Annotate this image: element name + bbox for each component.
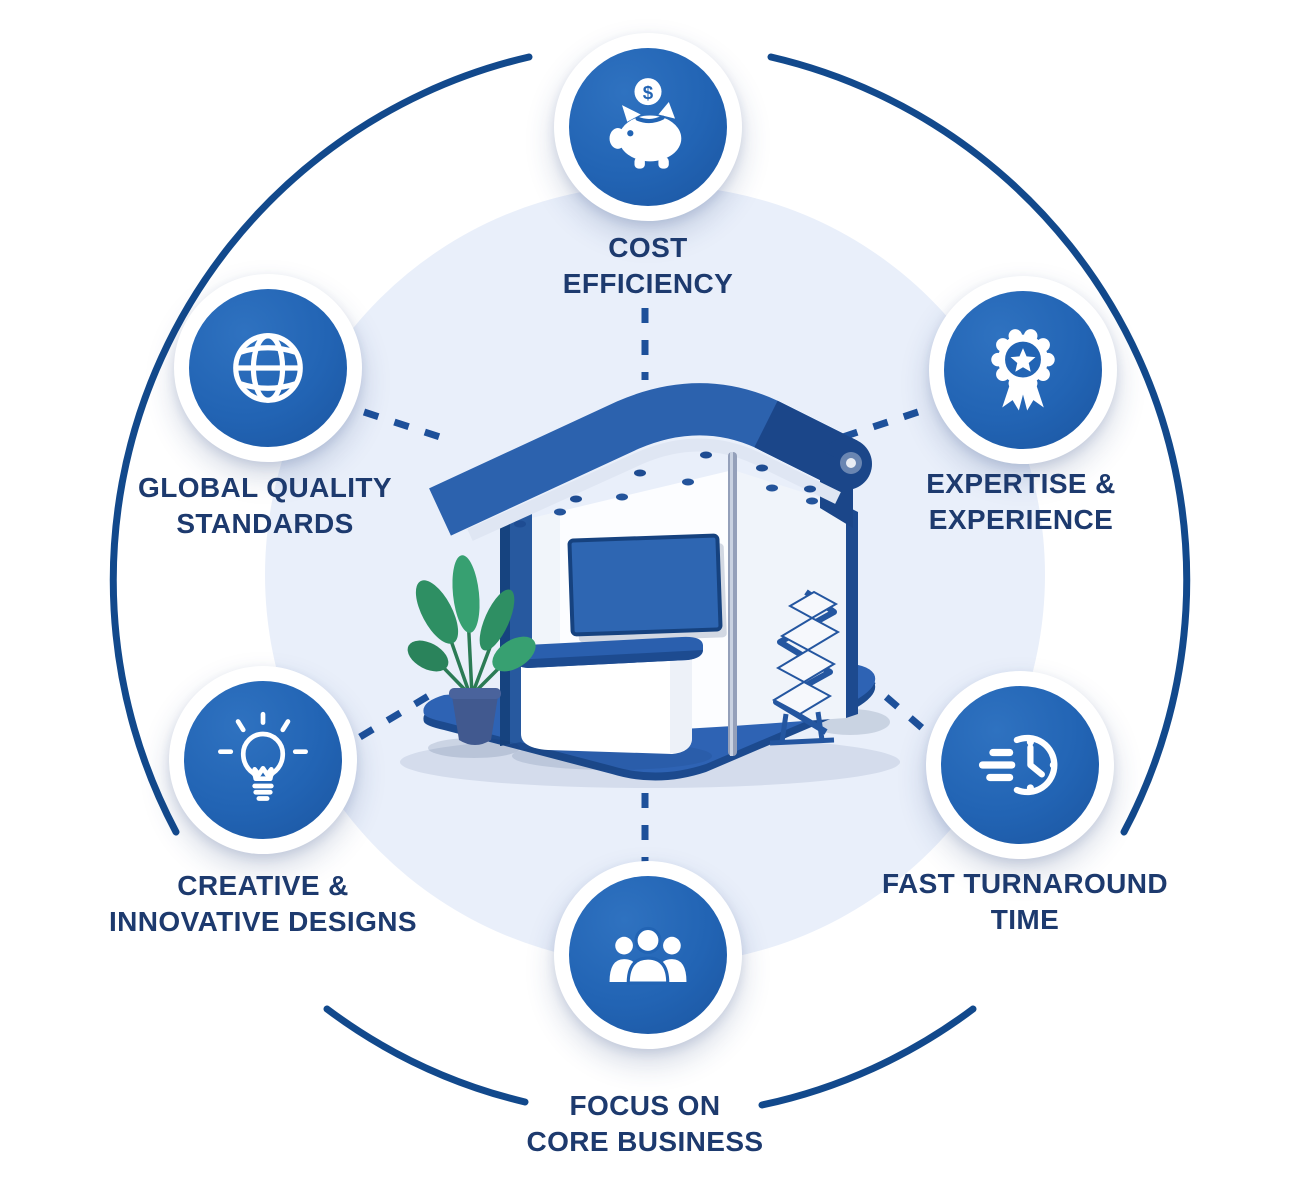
node-creative-innovative <box>169 666 357 854</box>
node-global-quality <box>174 274 362 462</box>
node-focus-core-business <box>554 861 742 1049</box>
ring-arc-bottom-left <box>323 1005 529 1106</box>
people-group-icon <box>609 926 687 985</box>
brochure-stand <box>769 589 841 746</box>
ring-arc-bottom-right <box>758 1005 977 1109</box>
label-line: GLOBAL QUALITY <box>138 472 392 503</box>
label-line: EXPERTISE & <box>926 468 1116 499</box>
label-fast-turnaround: FAST TURNAROUND TIME <box>845 866 1205 938</box>
node-expertise-experience <box>929 276 1117 464</box>
label-line: STANDARDS <box>176 508 354 539</box>
node-fast-turnaround <box>926 671 1114 859</box>
globe-icon <box>233 333 303 403</box>
booth-illustration <box>400 383 900 788</box>
booth-right-frame <box>846 506 858 718</box>
outer-ring <box>109 53 1191 1109</box>
fast-clock-icon <box>978 734 1058 796</box>
label-line: EXPERIENCE <box>928 504 1114 535</box>
lightbulb-icon <box>218 711 308 801</box>
tv-screen <box>567 533 727 643</box>
award-ribbon-icon <box>991 329 1055 411</box>
roof-glow-core <box>846 458 856 468</box>
booth-roof <box>429 383 872 541</box>
label-creative-innovative: CREATIVE & INNOVATIVE DESIGNS <box>83 868 443 940</box>
label-line: INNOVATIVE DESIGNS <box>109 906 417 937</box>
label-cost-efficiency: COST EFFICIENCY <box>468 230 828 302</box>
dollar-sign: $ <box>643 82 654 103</box>
connector-top-left <box>362 408 454 445</box>
connector-top-right <box>832 408 920 444</box>
connector-bottom-left <box>358 691 432 741</box>
potted-plant <box>407 555 536 758</box>
label-line: CORE BUSINESS <box>526 1126 764 1157</box>
piggy-bank-icon: $ <box>609 78 682 169</box>
connector-dashes <box>358 308 939 872</box>
wall-spotlights <box>554 478 818 516</box>
node-cost-efficiency: $ <box>554 33 742 221</box>
roof-spotlights <box>514 451 816 528</box>
label-line: CREATIVE & <box>177 870 349 901</box>
label-line: FOCUS ON <box>569 1090 721 1121</box>
label-focus-core-business: FOCUS ON CORE BUSINESS <box>465 1088 825 1160</box>
label-expertise-experience: EXPERTISE & EXPERIENCE <box>841 466 1201 538</box>
roof-pole <box>728 452 737 756</box>
ring-arc-right <box>767 53 1191 836</box>
label-line: FAST TURNAROUND <box>882 868 1168 899</box>
ring-arc-left <box>109 53 533 836</box>
label-line: COST <box>608 232 688 263</box>
label-line: TIME <box>990 904 1060 935</box>
label-line: EFFICIENCY <box>562 268 734 299</box>
reception-counter <box>511 636 712 770</box>
label-global-quality: GLOBAL QUALITY STANDARDS <box>85 470 445 542</box>
